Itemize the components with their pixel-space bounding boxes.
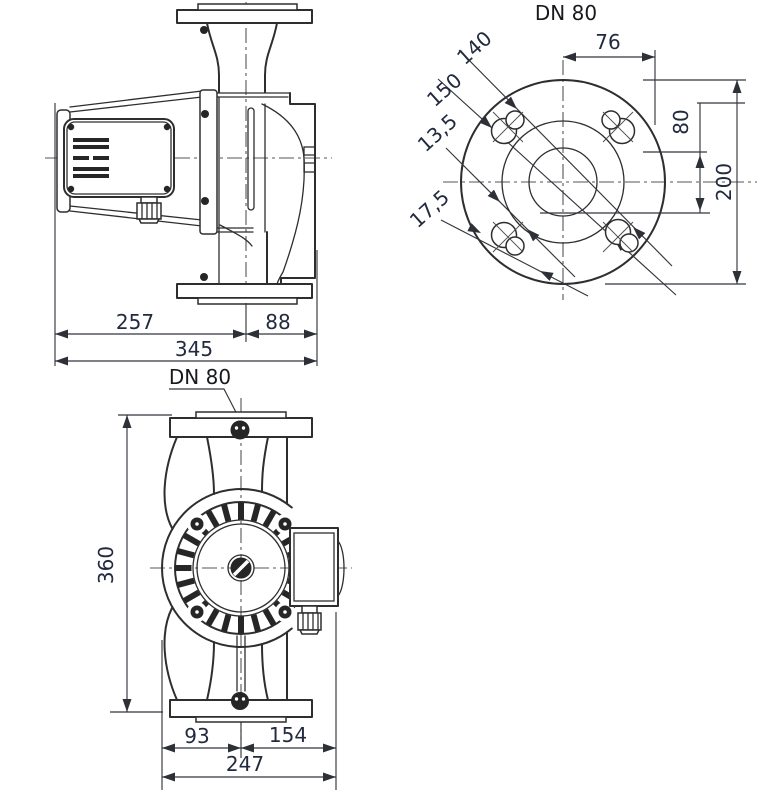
vent-slots (73, 138, 109, 178)
bolt-circle-leaders (437, 49, 677, 297)
dim-13-5: 13,5 (413, 109, 462, 157)
pipe-edge (206, 22, 220, 93)
dim-88: 88 (265, 310, 290, 334)
discharge-flange (176, 283, 313, 299)
motor (56, 89, 218, 235)
gland-neck (301, 605, 318, 614)
adapter-bolt (201, 110, 209, 118)
volute-outline (280, 92, 316, 285)
dim-345: 345 (175, 337, 213, 361)
flange-gasket (197, 3, 298, 11)
dim-360: 360 (94, 546, 118, 584)
neck-edge (261, 643, 269, 701)
top-flange-lip (195, 411, 287, 419)
front-view-dimensions: 93 154 247 (161, 612, 337, 790)
hole-center-ticks (492, 111, 634, 253)
dim-80-group: 80 (540, 102, 745, 214)
neck-edge (206, 436, 215, 495)
dim-200: 200 (712, 163, 736, 201)
flange-raised-face (501, 120, 625, 244)
flange-gasket (197, 297, 298, 305)
adapter-bolt (201, 197, 209, 205)
dim-257: 257 (116, 310, 154, 334)
flange-view: DN 80 (405, 1, 757, 300)
cable-gland-neck (140, 196, 158, 204)
flange-stud (200, 26, 208, 34)
dim-80: 80 (669, 109, 693, 134)
dim-17-5: 17,5 (405, 185, 454, 233)
flange-bore (528, 147, 598, 217)
housing-screw (163, 123, 171, 131)
side-view: 257 88 345 (45, 2, 332, 366)
shaft-hub (227, 554, 255, 582)
body-curve (163, 607, 178, 701)
dim-76-group: 76 (563, 30, 656, 125)
front-view-title: DN 80 (169, 365, 231, 389)
bolt-holes (490, 110, 639, 256)
suction-flange (176, 9, 313, 24)
pipe-edge (264, 22, 278, 93)
dim-93: 93 (184, 724, 209, 748)
dim-76: 76 (595, 30, 620, 54)
dim-200-group: 200 (605, 79, 746, 285)
body-curve (163, 436, 178, 529)
housing-screw (163, 185, 171, 193)
neck-edge (261, 436, 269, 493)
side-view-dimensions: 257 88 345 (54, 103, 318, 366)
bottom-flange-lip (195, 716, 287, 723)
shaft-slot (232, 559, 250, 577)
flange-stud (200, 273, 208, 281)
dim-154: 154 (269, 723, 307, 747)
port-boss (303, 146, 316, 173)
flange-bolt (230, 420, 250, 440)
housing-screw (67, 123, 75, 131)
terminal-box (289, 527, 345, 635)
volute-circle (161, 488, 293, 648)
flange-view-title: DN 80 (535, 1, 597, 25)
neck-edge (206, 641, 215, 701)
dim-140: 140 (452, 26, 496, 69)
flange-outer-circle (460, 79, 666, 285)
dim-150: 150 (422, 68, 466, 111)
volute-curve (261, 103, 305, 285)
front-view: DN 80 (94, 365, 352, 790)
dim-360-group: 360 (94, 414, 172, 713)
housing-screw (67, 185, 75, 193)
dim-247: 247 (226, 752, 264, 776)
flange-bolt (231, 692, 249, 710)
lantern-rib (247, 107, 255, 211)
